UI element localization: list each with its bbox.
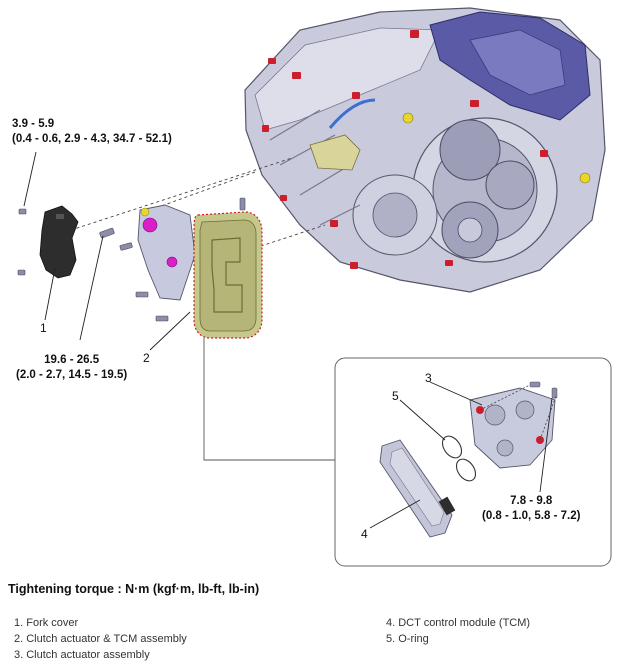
legend-item: 5. O-ring [386,633,429,645]
legend-item: 2. Clutch actuator & TCM assembly [14,633,187,645]
torque-actuator-assembly: 19.6 - 26.5 (2.0 - 2.7, 14.5 - 19.5) [16,353,127,383]
detail-connector-line [203,338,335,461]
clutch-actuator-illustration [469,381,558,469]
legend-item: 1. Fork cover [14,617,79,629]
torque-clutch-actuator: 7.8 - 9.8 (0.8 - 1.0, 5.8 - 7.2) [482,494,580,524]
callout-1: 1 [40,321,47,335]
legend-column-left: 1. Fork cover 2. Clutch actuator & TCM a… [14,615,187,663]
detail-alignment-lines [479,384,557,441]
detail-inset-frame [334,357,612,567]
clutch-actuator-tcm-illustration [137,204,263,339]
tcm-module-illustration [379,439,456,538]
legend-column-right: 4. DCT control module (TCM) 5. O-ring [386,615,530,647]
torque-detail-value: (0.8 - 1.0, 5.8 - 7.2) [482,510,581,522]
callout-3: 3 [425,371,432,385]
callout-2: 2 [143,351,150,365]
fork-cover-illustration [39,205,79,279]
torque-detail-value: (2.0 - 2.7, 14.5 - 19.5) [16,369,128,381]
o-ring-illustrations [441,435,477,482]
tightening-torque-heading: Tightening torque : N·m (kgf·m, lb-ft, l… [8,582,260,596]
torque-fork-cover: 3.9 - 5.9 (0.4 - 0.6, 2.9 - 4.3, 34.7 - … [12,117,172,147]
torque-detail-value: (0.4 - 0.6, 2.9 - 4.3, 34.7 - 52.1) [12,133,172,145]
callout-5: 5 [392,389,399,403]
leader-lines [23,151,553,529]
torque-main-value: 19.6 - 26.5 [44,354,100,366]
transmission-illustration [244,7,606,293]
callout-4: 4 [361,527,368,541]
torque-main-value: 7.8 - 9.8 [510,495,553,507]
legend-item: 3. Clutch actuator assembly [14,649,150,661]
bolt-illustrations [17,197,246,322]
legend-item: 4. DCT control module (TCM) [386,617,531,629]
torque-main-value: 3.9 - 5.9 [12,118,55,130]
